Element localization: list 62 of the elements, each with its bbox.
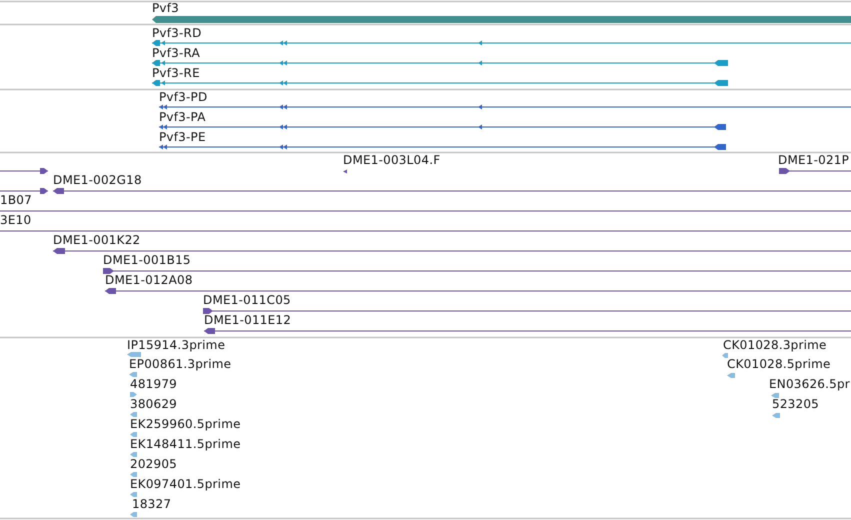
clone-feature <box>0 214 851 234</box>
est-feature <box>130 478 241 496</box>
gene-label: Pvf3 <box>152 2 179 14</box>
clone-feature <box>778 154 851 174</box>
est-feature <box>130 438 241 456</box>
est-feature <box>130 498 172 516</box>
clone-feature <box>53 174 851 194</box>
clone-label: DME1-011C05 <box>203 294 291 306</box>
clone-label: 3E10 <box>0 214 32 226</box>
est-label: EN03626.5pr <box>769 378 850 390</box>
transcript-feature <box>152 67 728 86</box>
protein-feature <box>159 91 851 110</box>
gene-feature <box>152 2 851 22</box>
protein-label: Pvf3-PD <box>159 91 208 103</box>
transcript-label: Pvf3-RD <box>152 27 202 39</box>
est-label: EK148411.5prime <box>130 438 241 450</box>
clone-feature <box>0 194 851 214</box>
est-feature <box>127 339 226 356</box>
est-label: EP00861.3prime <box>129 358 232 370</box>
est-feature <box>727 358 831 378</box>
est-label: EK259960.5prime <box>130 418 241 430</box>
transcript-feature <box>152 27 851 46</box>
est-label: IP15914.3prime <box>127 339 226 351</box>
clone-label: DME1-002G18 <box>53 174 142 186</box>
transcript-feature <box>152 47 728 66</box>
est-label: CK01028.3prime <box>723 339 827 351</box>
clone-label: 1B07 <box>0 194 32 206</box>
protein-label: Pvf3-PE <box>159 131 206 143</box>
transcript-label: Pvf3-RE <box>152 67 200 79</box>
clone-label: DME1-001K22 <box>53 234 140 246</box>
clone-label: DME1-001B15 <box>103 254 191 266</box>
est-label: EK097401.5prime <box>130 478 241 490</box>
est-feature <box>129 358 232 376</box>
clone-label: DME1-011E12 <box>204 314 292 326</box>
est-label: 380629 <box>130 398 178 410</box>
clone-label: DME1-012A08 <box>105 274 193 286</box>
protein-feature <box>159 111 726 130</box>
est-feature <box>130 418 241 436</box>
est-feature <box>130 458 178 476</box>
protein-feature <box>159 131 726 150</box>
est-feature <box>130 378 178 396</box>
est-feature <box>769 378 850 398</box>
est-label: 18327 <box>132 498 172 510</box>
clone-feature <box>53 234 851 254</box>
est-label: CK01028.5prime <box>727 358 831 370</box>
transcript-label: Pvf3-RA <box>152 47 200 59</box>
clone-feature <box>203 294 851 314</box>
est-label: 523205 <box>772 398 820 410</box>
est-feature <box>722 339 827 358</box>
est-label: 481979 <box>130 378 178 390</box>
clone-feature <box>343 154 440 174</box>
clone-bar <box>0 168 48 174</box>
est-feature <box>772 398 820 418</box>
clone-label: DME1-021P <box>778 154 850 166</box>
clone-feature <box>103 254 851 274</box>
clone-bar <box>0 188 48 194</box>
protein-label: Pvf3-PA <box>159 111 206 123</box>
est-feature <box>130 398 178 416</box>
clone-label: DME1-003L04.F <box>343 154 440 166</box>
est-label: 202905 <box>130 458 178 470</box>
clone-feature <box>105 274 851 294</box>
clone-feature <box>204 314 851 334</box>
